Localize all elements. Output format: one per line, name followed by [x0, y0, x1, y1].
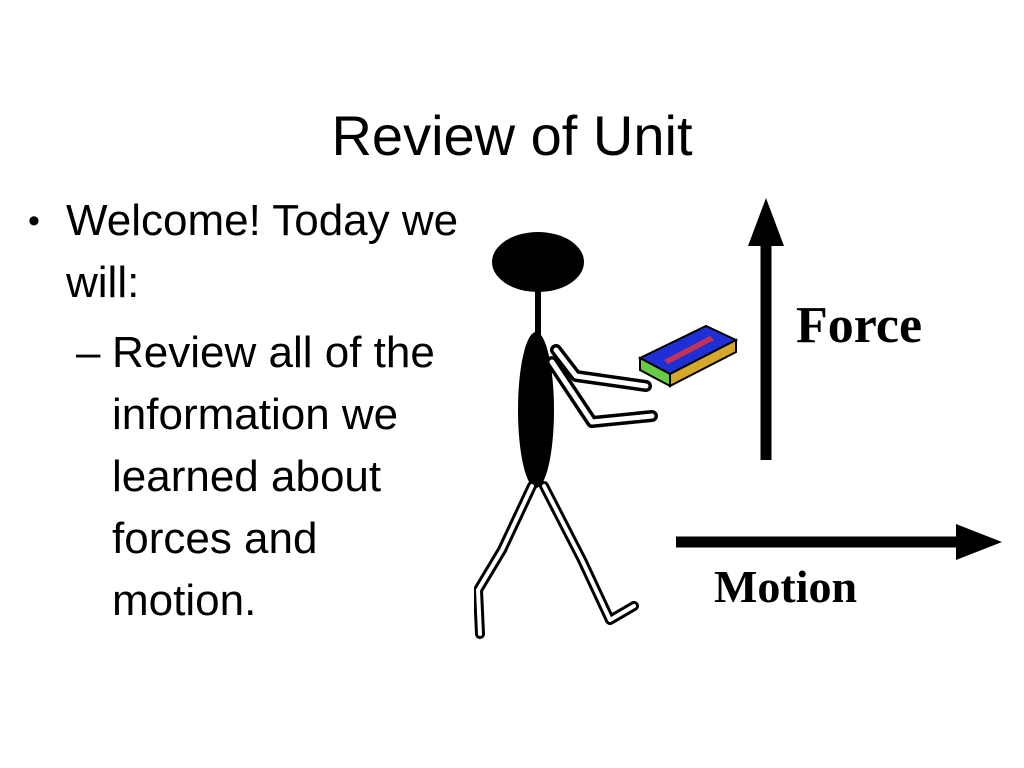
bullet-item: • Welcome! Today we will:: [28, 190, 468, 314]
sub-bullet-item: – Review all of the information we learn…: [28, 322, 468, 632]
motion-arrow-icon: [676, 524, 1002, 560]
bullet-text: Welcome! Today we will:: [66, 196, 459, 307]
slide-title: Review of Unit: [331, 103, 693, 167]
force-arrow-icon: [748, 198, 784, 460]
bullet-list: • Welcome! Today we will: – Review all o…: [28, 190, 468, 632]
force-label: Force: [796, 297, 922, 354]
book-icon: [637, 324, 739, 388]
sub-bullet-marker: –: [76, 328, 101, 377]
bullet-marker: •: [28, 202, 40, 240]
force-motion-illustration: Force Motion: [474, 198, 1002, 639]
motion-label: Motion: [714, 561, 857, 612]
stick-figure-icon: [474, 232, 658, 639]
sub-bullet-text: Review all of the information we learned…: [112, 328, 435, 625]
